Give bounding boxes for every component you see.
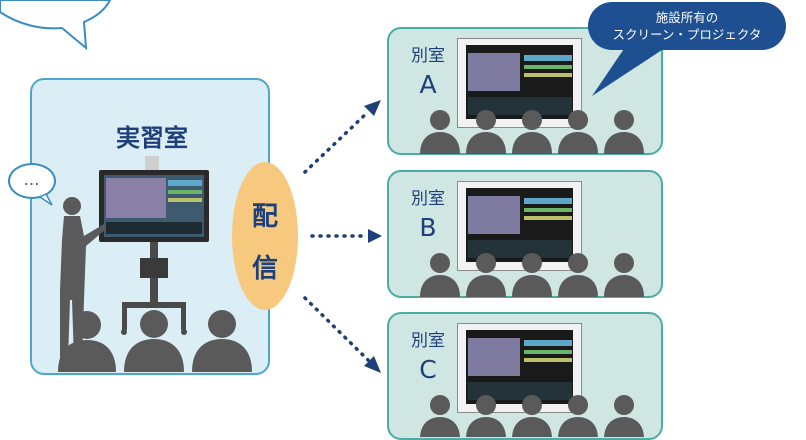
audience-silhouettes [58, 310, 252, 372]
display-monitor [99, 156, 209, 242]
room-b-label: 別室 B [397, 184, 459, 242]
callout-line-1: 施設所有の [655, 10, 719, 25]
room-b-label-text: 別室 [411, 189, 445, 209]
distribution-char-1: 配 [251, 202, 278, 232]
teacher-silhouette [60, 197, 106, 360]
room-c-label-text: 別室 [411, 331, 445, 351]
room-c-screen [457, 323, 582, 413]
monitor-stand [121, 242, 187, 335]
room-b-screen [457, 181, 582, 271]
room-a-letter: A [419, 70, 437, 99]
arrow-to-room-c [303, 296, 381, 373]
room-a-screen [457, 38, 582, 128]
arrow-to-room-b [310, 229, 382, 243]
room-b-letter: B [419, 213, 437, 242]
room-a-label: 別室 A [397, 41, 459, 99]
speech-text: … [23, 170, 41, 189]
room-c-label: 別室 C [397, 326, 459, 384]
callout-line-2: スクリーン・プロジェクタ [612, 27, 762, 42]
room-a-label-text: 別室 [411, 46, 445, 66]
room-c-letter: C [419, 355, 437, 384]
speech-bubble: … [8, 163, 56, 199]
main-room-title: 実習室 [116, 124, 188, 152]
room-c: 別室 C [387, 312, 663, 440]
distribution-badge: 配 信 [232, 162, 298, 310]
arrow-to-room-a [303, 100, 381, 174]
equipment-callout: 施設所有の スクリーン・プロジェクタ [588, 2, 786, 50]
distribution-char-2: 信 [251, 254, 278, 284]
